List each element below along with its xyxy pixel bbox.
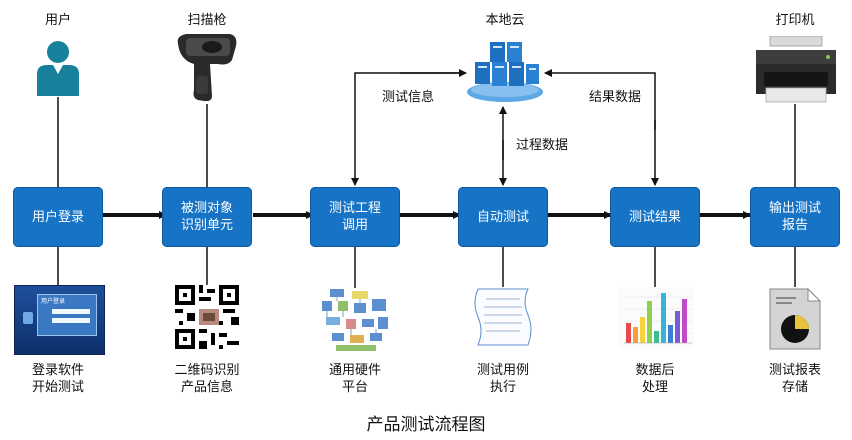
box-output-report: 输出测试报告 <box>750 187 840 247</box>
label-hardware: 通用硬件平台 <box>328 363 382 395</box>
qr-code-image <box>175 285 239 349</box>
barcode-scanner-icon <box>177 34 237 102</box>
label-cloud: 本地云 <box>485 13 525 28</box>
box-auto-test: 自动测试 <box>458 187 548 247</box>
label-test-info: 测试信息 <box>382 90 435 105</box>
box-identify-unit: 被测对象识别单元 <box>162 187 252 247</box>
label-testcase: 测试用例执行 <box>476 363 530 395</box>
label-user: 用户 <box>44 13 72 28</box>
user-icon <box>37 41 79 96</box>
data-postprocess-chart-image <box>618 287 694 349</box>
login-software-image: 用户登录 <box>14 285 105 355</box>
box-test-result: 测试结果 <box>610 187 700 247</box>
diagram-caption: 产品测试流程图 <box>366 415 486 435</box>
label-result-data: 结果数据 <box>589 90 642 105</box>
label-login-software: 登录软件开始测试 <box>31 363 85 395</box>
label-process-data: 过程数据 <box>516 138 569 153</box>
printer-icon <box>756 36 836 103</box>
label-storage: 测试报表存储 <box>768 363 822 395</box>
box-test-project: 测试工程调用 <box>310 187 400 247</box>
label-postprocess: 数据后处理 <box>635 363 675 395</box>
line-result-cloud <box>544 69 656 130</box>
label-scanner: 扫描枪 <box>187 13 227 28</box>
label-qrcode: 二维码识别产品信息 <box>174 363 240 395</box>
label-printer: 打印机 <box>775 13 815 28</box>
box-user-login: 用户登录 <box>13 187 103 247</box>
hardware-platform-image <box>322 289 388 351</box>
report-storage-image <box>769 287 822 350</box>
test-case-document-image <box>474 288 532 346</box>
cloud-server-icon <box>467 42 543 102</box>
